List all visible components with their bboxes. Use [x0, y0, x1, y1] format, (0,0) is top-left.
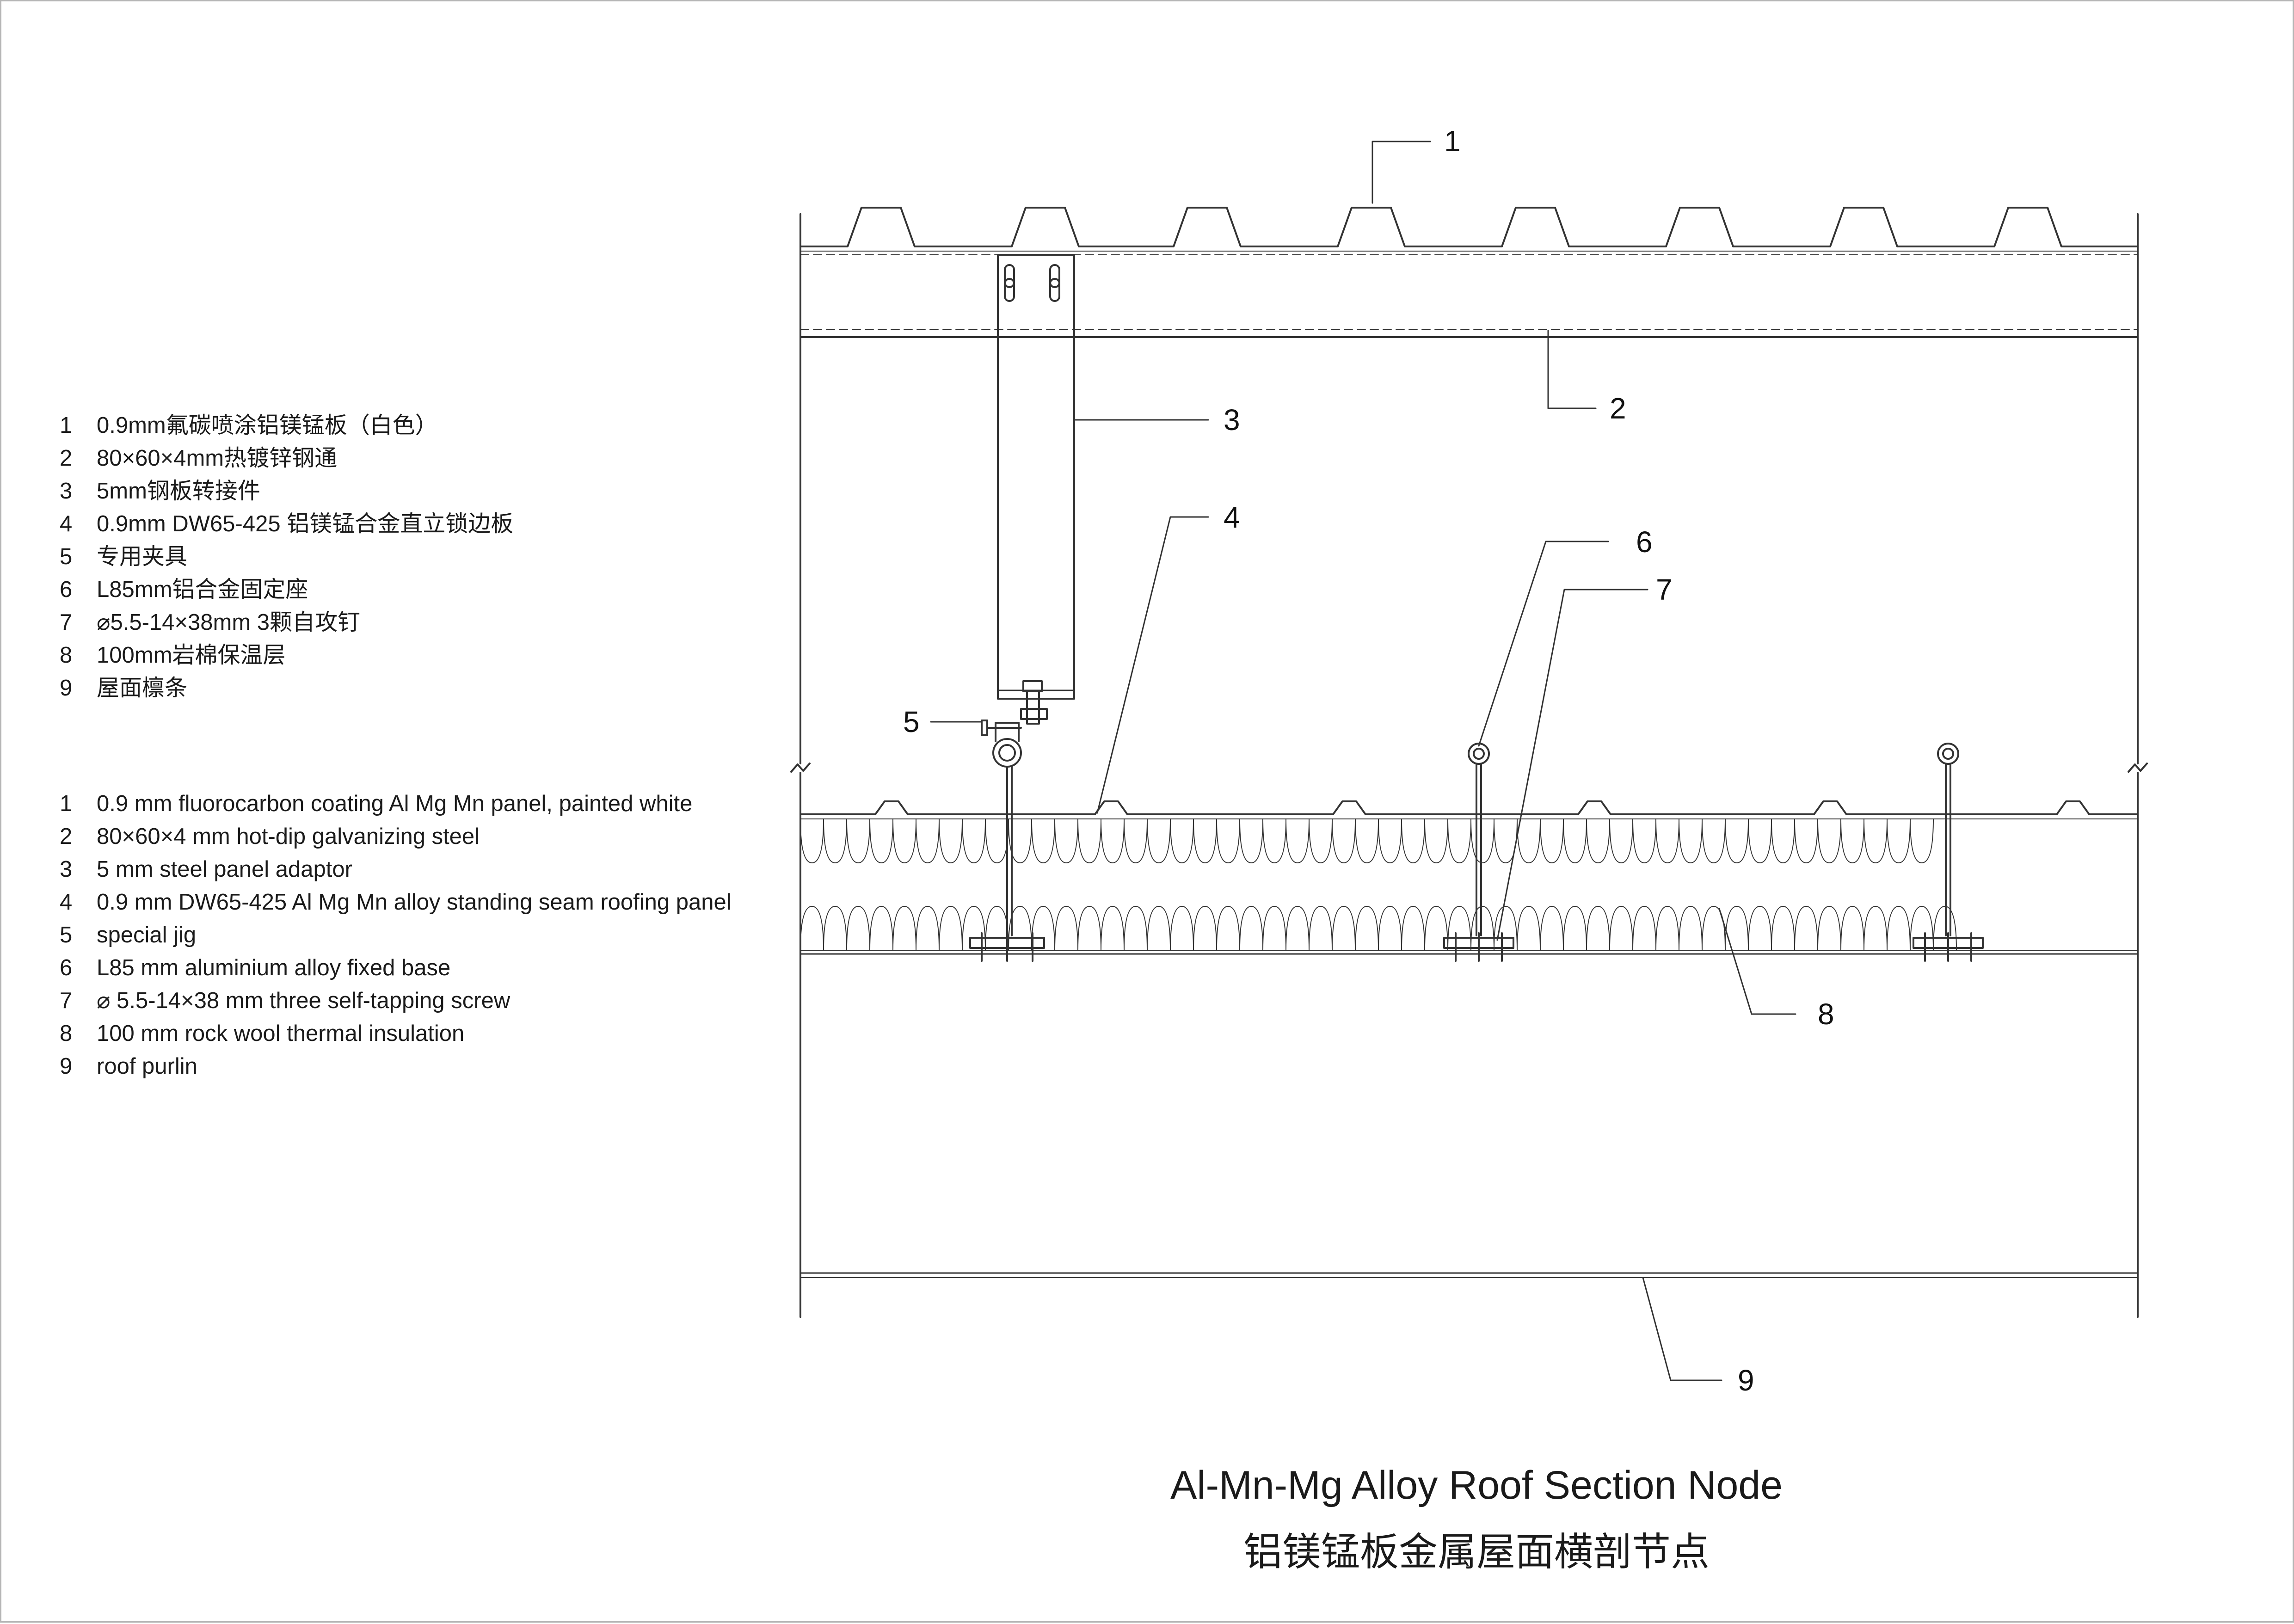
callout-labels: 1 2 3 4 5 6 7 8 9: [903, 124, 1834, 1397]
legend-item: 4 0.9mm DW65-425 铝镁锰合金直立锁边板: [60, 508, 513, 541]
legend-item: 7 ⌀ 5.5-14×38 mm three self-tapping screw: [60, 984, 732, 1017]
legend-number: 4: [60, 511, 73, 536]
legend-item: 8 100mm岩棉保温层: [60, 639, 513, 672]
section-frame: [790, 213, 2148, 1318]
legend-item: 3 5 mm steel panel adaptor: [60, 853, 732, 886]
callout-1: 1: [1444, 124, 1461, 158]
legend-text: L85 mm aluminium alloy fixed base: [97, 955, 451, 980]
callout-9: 9: [1738, 1364, 1754, 1397]
legend-text: 0.9 mm fluorocarbon coating Al Mg Mn pan…: [97, 791, 693, 816]
legend-item: 2 80×60×4 mm hot-dip galvanizing steel: [60, 820, 732, 853]
roof-purlin: [800, 1272, 2139, 1278]
callout-5: 5: [903, 705, 920, 738]
legend-item: 1 0.9 mm fluorocarbon coating Al Mg Mn pa…: [60, 787, 732, 820]
legend-number: 8: [60, 1021, 73, 1046]
legend-text: 0.9mm氟碳喷涂铝镁锰板（白色）: [97, 413, 438, 438]
legend-text: 专用夹具: [97, 544, 188, 569]
drawing-title-english: Al-Mn-Mg Alloy Roof Section Node: [1170, 1463, 1783, 1507]
legend-number: 2: [60, 824, 73, 849]
legend-number: 7: [60, 988, 73, 1013]
legend-number: 4: [60, 890, 73, 915]
drawing-title-chinese: 铝镁锰板金属屋面横剖节点: [1243, 1529, 1710, 1575]
legend-text: 0.9mm DW65-425 铝镁锰合金直立锁边板: [97, 511, 514, 536]
steel-panel-adaptor: [981, 254, 1075, 736]
legend-text: 0.9 mm DW65-425 Al Mg Mn alloy standing …: [97, 890, 732, 915]
legend-number: 3: [60, 857, 73, 882]
legend-number: 2: [60, 446, 73, 471]
legend-text: 5 mm steel panel adaptor: [97, 857, 352, 882]
legend-item: 4 0.9 mm DW65-425 Al Mg Mn alloy standing…: [60, 886, 732, 919]
legend-item: 5 special jig: [60, 919, 732, 952]
legend-item: 3 5mm钢板转接件: [60, 475, 513, 508]
trapezoidal-roof-panel: [800, 207, 2139, 255]
legend-text: ⌀ 5.5-14×38 mm three self-tapping screw: [97, 988, 510, 1013]
callout-4: 4: [1224, 501, 1240, 534]
legend-text: L85mm铝合金固定座: [97, 577, 308, 602]
legend-item: 5 专用夹具: [60, 541, 513, 573]
legend-chinese: 1 0.9mm氟碳喷涂铝镁锰板（白色） 2 80×60×4mm热镀锌钢通 3 5mm钢…: [60, 409, 513, 705]
legend-number: 6: [60, 955, 73, 980]
legend-item: 7 ⌀5.5-14×38mm 3颗自攻钉: [60, 606, 513, 639]
legend-text: 5mm钢板转接件: [97, 479, 260, 504]
legend-number: 1: [60, 791, 73, 816]
legend-item: 6 L85 mm aluminium alloy fixed base: [60, 952, 732, 984]
legend-number: 5: [60, 544, 73, 569]
leader-lines: [930, 141, 1796, 1381]
legend-item: 6 L85mm铝合金固定座: [60, 573, 513, 606]
legend-number: 3: [60, 479, 73, 504]
standing-seam-panel: [800, 800, 2139, 815]
legend-number: 9: [60, 676, 73, 701]
legend-text: special jig: [97, 923, 197, 947]
legend-item: 2 80×60×4mm热镀锌钢通: [60, 442, 513, 475]
callout-2: 2: [1610, 392, 1626, 425]
callout-6: 6: [1636, 525, 1653, 559]
legend-item: 9 屋面檩条: [60, 672, 513, 705]
legend-number: 6: [60, 577, 73, 602]
callout-3: 3: [1224, 403, 1240, 437]
special-jig: [992, 722, 1022, 936]
rock-wool-insulation: [800, 818, 2138, 951]
legend-text: roof purlin: [97, 1054, 197, 1079]
base-plates: [969, 932, 1984, 962]
legend-number: 1: [60, 413, 73, 438]
legend-number: 8: [60, 643, 73, 668]
callout-7: 7: [1656, 573, 1673, 606]
legend-text: ⌀5.5-14×38mm 3颗自攻钉: [97, 610, 361, 635]
legend-number: 9: [60, 1054, 73, 1079]
legend-item: 9 roof purlin: [60, 1050, 732, 1083]
legend-text: 屋面檩条: [97, 676, 188, 701]
legend-text: 80×60×4mm热镀锌钢通: [97, 446, 338, 471]
legend-text: 80×60×4 mm hot-dip galvanizing steel: [97, 824, 480, 849]
legend-english: 1 0.9 mm fluorocarbon coating Al Mg Mn pa…: [60, 787, 732, 1083]
legend-item: 1 0.9mm氟碳喷涂铝镁锰板（白色）: [60, 409, 513, 442]
legend-text: 100 mm rock wool thermal insulation: [97, 1021, 465, 1046]
callout-8: 8: [1818, 997, 1834, 1031]
legend-number: 7: [60, 610, 73, 635]
legend-text: 100mm岩棉保温层: [97, 643, 286, 668]
legend-item: 8 100 mm rock wool thermal insulation: [60, 1017, 732, 1050]
legend-number: 5: [60, 923, 73, 947]
